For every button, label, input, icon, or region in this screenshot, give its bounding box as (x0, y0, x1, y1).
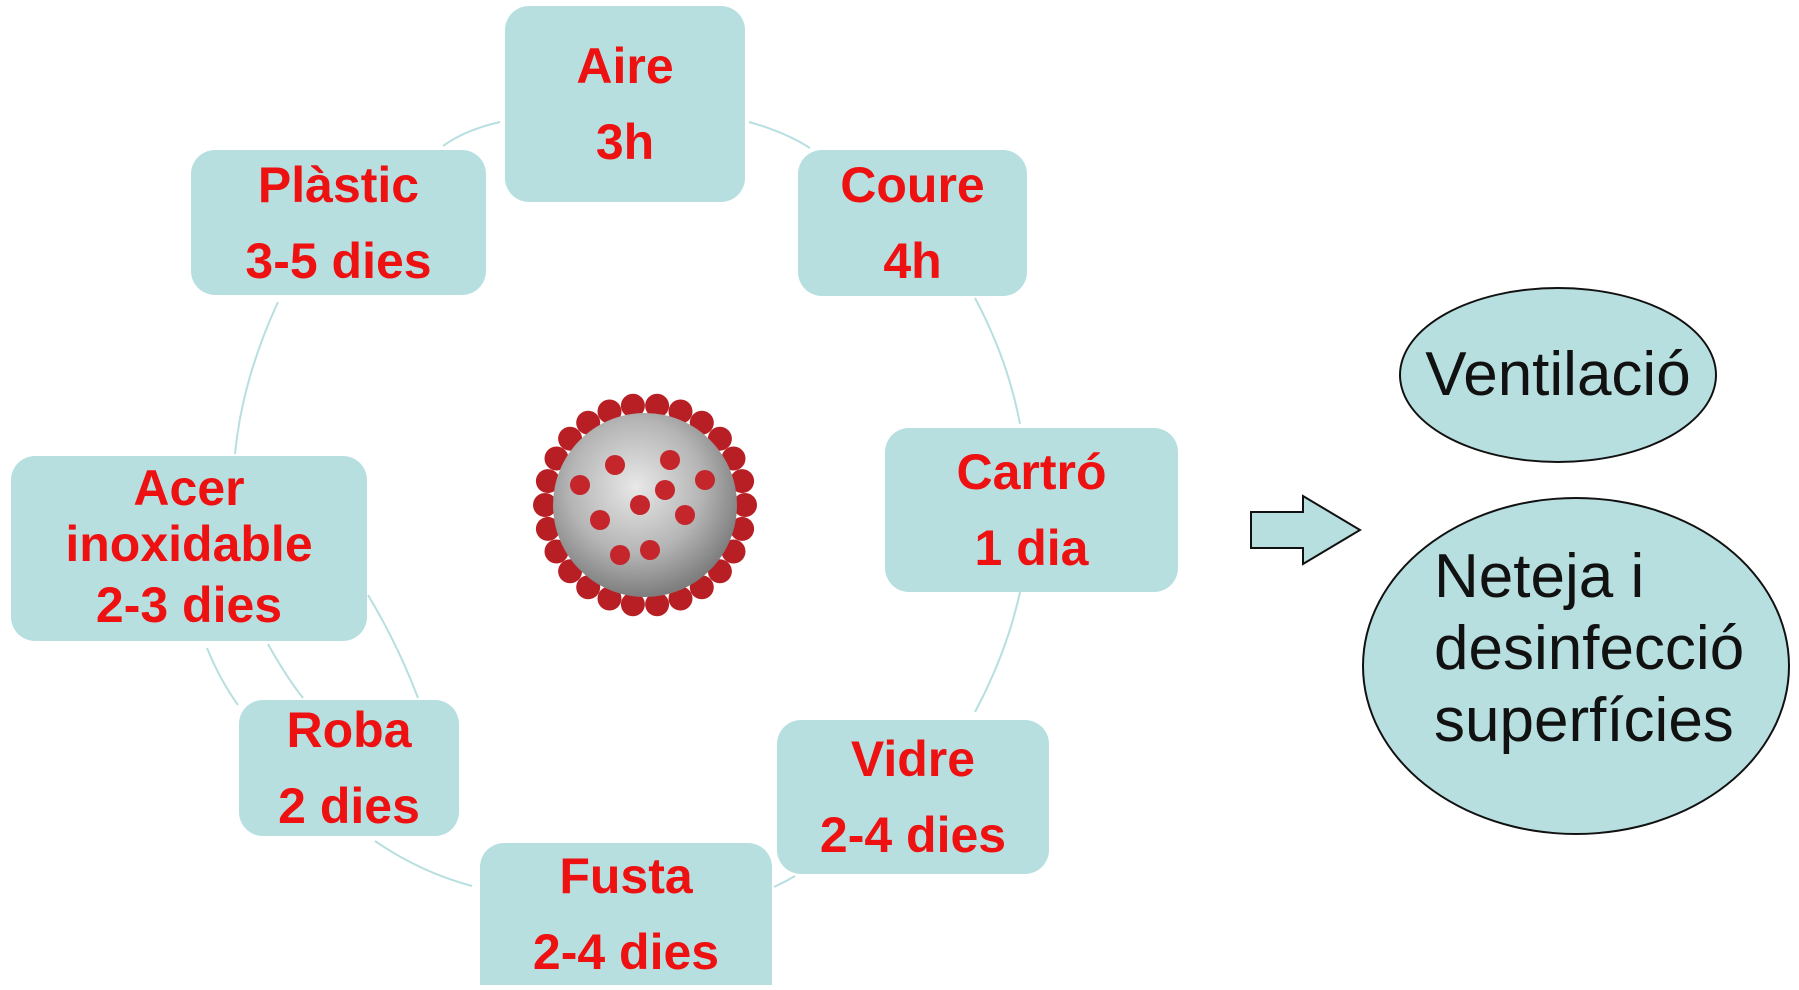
ring-arc (206, 647, 239, 706)
cleaning-label-line: desinfecció (1434, 614, 1745, 683)
ring-arc (374, 840, 473, 887)
surface-duration: 2-3 dies (95, 576, 283, 633)
ring-arc (234, 301, 279, 455)
ring-arc (748, 121, 811, 149)
surface-duration: 3-5 dies (245, 232, 432, 289)
surface-duration: 2-4 dies (532, 924, 720, 980)
surface-box-cartro: Cartró 1 dia (885, 428, 1178, 592)
surface-duration: 1 dia (974, 520, 1089, 576)
surface-name: Plàstic (257, 156, 420, 213)
surface-name: Vidre (850, 731, 976, 787)
surface-duration: 2-4 dies (819, 807, 1007, 863)
surface-box-coure: Coure 4h (798, 150, 1027, 296)
surface-duration: 4h (883, 233, 942, 289)
ring-arc (974, 297, 1021, 425)
surface-name: Fusta (559, 848, 693, 904)
surface-box-vidre: Vidre 2-4 dies (777, 720, 1049, 874)
cleaning-oval: Neteja i desinfecció superfícies (1362, 497, 1790, 835)
surface-name-line: Acer (133, 459, 245, 516)
ring-arc (367, 594, 419, 699)
surface-name: Roba (286, 702, 412, 758)
surface-name: Aire (576, 38, 674, 94)
surface-name: Cartró (956, 444, 1107, 500)
surface-duration: 2 dies (278, 778, 420, 834)
cleaning-label-line: Neteja i (1434, 542, 1645, 611)
ventilation-oval: Ventilació (1399, 287, 1717, 463)
surface-duration: 3h (595, 114, 655, 170)
surface-box-aire: Aire 3h (505, 6, 745, 202)
surface-name-line: inoxidable (65, 515, 313, 572)
surface-box-plastic: Plàstic 3-5 dies (191, 150, 486, 295)
surface-box-fusta: Fusta 2-4 dies (480, 843, 772, 985)
ring-arc (442, 121, 501, 147)
ring-arc (773, 875, 796, 888)
ventilation-label: Ventilació (1425, 340, 1691, 409)
surface-name: Coure (840, 157, 985, 213)
ring-arc (974, 591, 1021, 713)
ring-arc (267, 643, 304, 699)
surface-box-roba: Roba 2 dies (239, 700, 459, 836)
coronavirus-icon (533, 393, 757, 617)
surface-box-acer-inoxidable: Acer inoxidable 2-3 dies (11, 456, 367, 641)
cleaning-label-line: superfícies (1434, 686, 1734, 755)
